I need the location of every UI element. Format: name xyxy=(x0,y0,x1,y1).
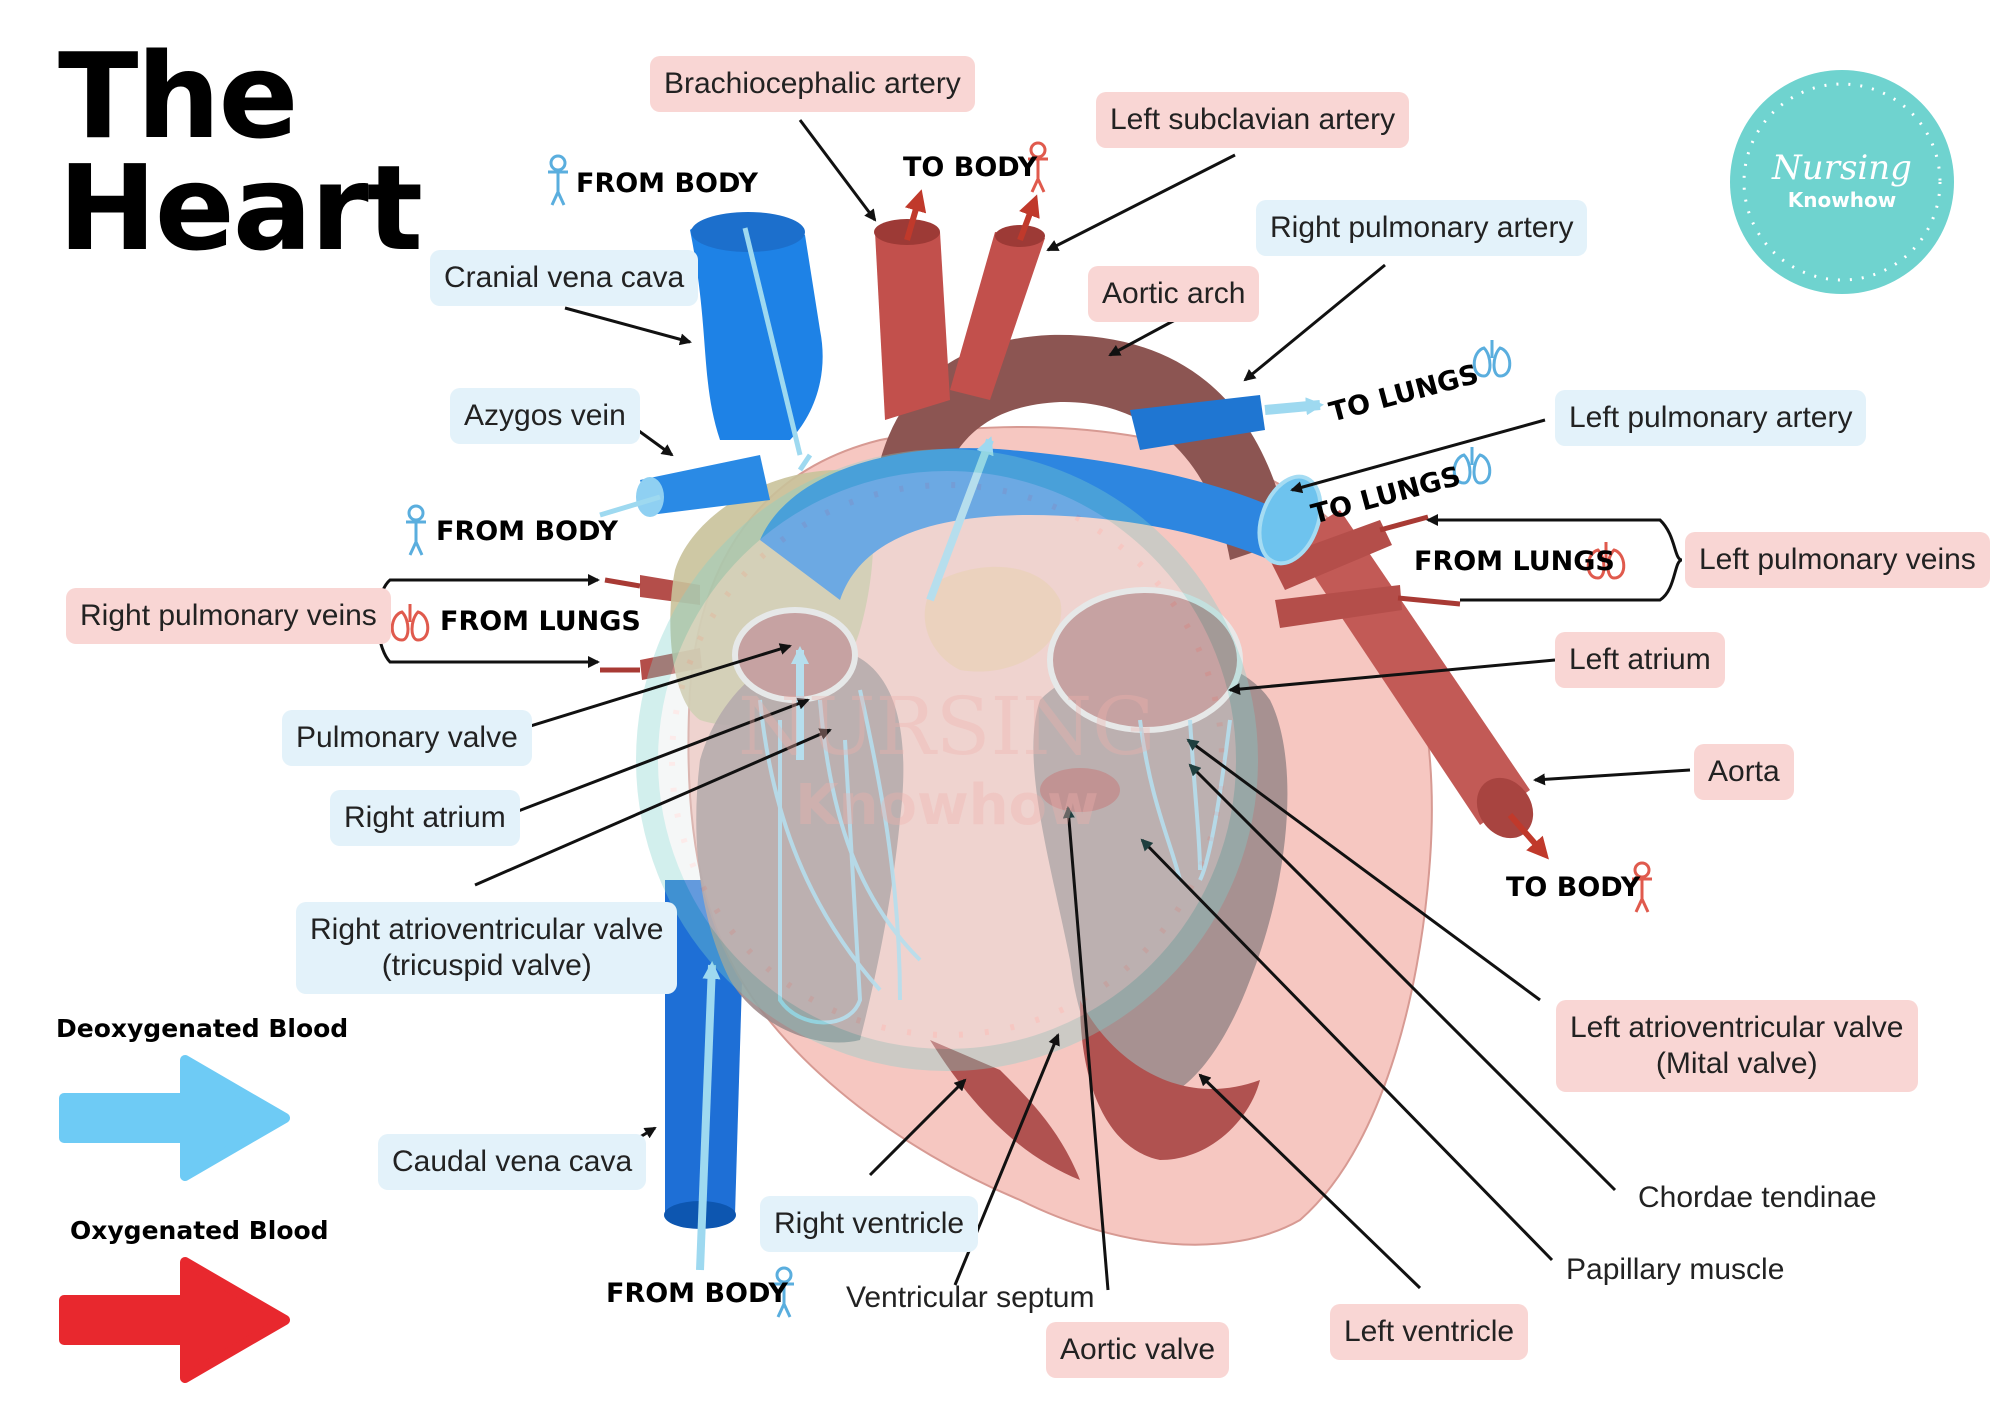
cranial-vena-cava-shape xyxy=(690,223,823,440)
from-body-icon-top xyxy=(548,154,568,206)
label-left-av-valve: Left atrioventricular valve (Mital valve… xyxy=(1556,1000,1918,1092)
legend-deoxygenated-label: Deoxygenated Blood xyxy=(56,1014,349,1043)
from-body-icon-bottom xyxy=(774,1266,794,1318)
label-right-pulmonary-artery: Right pulmonary artery xyxy=(1256,200,1588,256)
lungs-icon-to-lungs-top xyxy=(1472,340,1512,378)
descending-aorta-shape xyxy=(1290,510,1530,825)
logo-text: Nursing Knowhow xyxy=(1742,148,1942,212)
title-line-2: Heart xyxy=(58,139,423,277)
label-right-av-valve-line1: Right atrioventricular valve xyxy=(310,913,664,946)
legend-deoxygenated-arrow xyxy=(59,1055,290,1181)
flow-to-body-right: TO BODY xyxy=(1506,872,1641,903)
logo-line1: Nursing xyxy=(1772,148,1912,188)
to-body-icon-top xyxy=(1028,141,1048,193)
right-ventricle-chamber xyxy=(696,648,904,1043)
legend-oxygenated-arrow xyxy=(59,1257,290,1383)
label-brachiocephalic-artery: Brachiocephalic artery xyxy=(650,56,975,112)
title-line-1: The xyxy=(58,27,299,165)
label-right-av-valve-line2: (tricuspid valve) xyxy=(381,949,592,982)
logo xyxy=(1730,70,1954,294)
page-title: The Heart xyxy=(58,27,423,277)
pulmonary-trunk-shape xyxy=(760,448,1290,600)
label-right-ventricle: Right ventricle xyxy=(760,1196,979,1252)
lungs-icon-right-pulmonary-veins xyxy=(390,604,430,642)
label-left-subclavian-artery: Left subclavian artery xyxy=(1096,92,1410,148)
label-aortic-valve: Aortic valve xyxy=(1046,1322,1230,1378)
flow-from-body-top: FROM BODY xyxy=(576,168,758,199)
left-subclavian-artery-shape xyxy=(950,232,1045,400)
label-left-pulmonary-artery: Left pulmonary artery xyxy=(1555,390,1867,446)
label-left-ventricle: Left ventricle xyxy=(1330,1304,1529,1360)
brachiocephalic-artery-shape xyxy=(875,232,950,420)
logo-line2: Knowhow xyxy=(1787,188,1897,212)
label-right-pulmonary-veins: Right pulmonary veins xyxy=(66,588,391,644)
flow-from-body-bottom: FROM BODY xyxy=(606,1278,788,1309)
label-left-pulmonary-veins: Left pulmonary veins xyxy=(1685,532,1990,588)
label-aorta: Aorta xyxy=(1694,744,1794,800)
lungs-icon-to-lungs-mid xyxy=(1452,447,1492,485)
left-atrium-valve-shape xyxy=(1047,587,1243,733)
label-chordae-tendinae: Chordae tendinae xyxy=(1638,1181,1877,1214)
legend-oxygenated-label: Oxygenated Blood xyxy=(70,1216,329,1245)
label-pulmonary-valve: Pulmonary valve xyxy=(282,710,532,766)
watermark-text: NURSING Knowhow xyxy=(697,680,1197,838)
flow-from-lungs-left: FROM LUNGS xyxy=(440,606,641,637)
label-ventricular-septum: Ventricular septum xyxy=(846,1281,1095,1314)
label-aortic-arch: Aortic arch xyxy=(1088,266,1260,322)
flow-to-body-top: TO BODY xyxy=(903,152,1038,183)
label-papillary-muscle: Papillary muscle xyxy=(1566,1253,1785,1286)
label-left-av-valve-line2: (Mital valve) xyxy=(1655,1047,1818,1080)
from-body-icon-mid xyxy=(406,504,426,556)
lungs-icon-left-pulmonary-veins xyxy=(1586,542,1626,580)
flow-from-body-mid: FROM BODY xyxy=(436,516,618,547)
label-caudal-vena-cava: Caudal vena cava xyxy=(378,1134,647,1190)
azygos-vein-shape xyxy=(640,455,770,515)
to-body-icon-right xyxy=(1632,861,1652,913)
label-cranial-vena-cava: Cranial vena cava xyxy=(430,250,699,306)
watermark xyxy=(636,449,1258,1071)
aortic-valve-shape xyxy=(1040,768,1120,812)
flow-from-lungs-right: FROM LUNGS xyxy=(1414,546,1615,577)
label-azygos-vein: Azygos vein xyxy=(450,388,640,444)
watermark-line2: Knowhow xyxy=(795,773,1099,838)
label-right-atrium: Right atrium xyxy=(330,790,520,846)
label-left-av-valve-line1: Left atrioventricular valve xyxy=(1570,1011,1904,1044)
label-right-av-valve: Right atrioventricular valve (tricuspid … xyxy=(296,902,678,994)
label-left-atrium: Left atrium xyxy=(1555,632,1725,688)
watermark-line1: NURSING xyxy=(738,680,1156,773)
